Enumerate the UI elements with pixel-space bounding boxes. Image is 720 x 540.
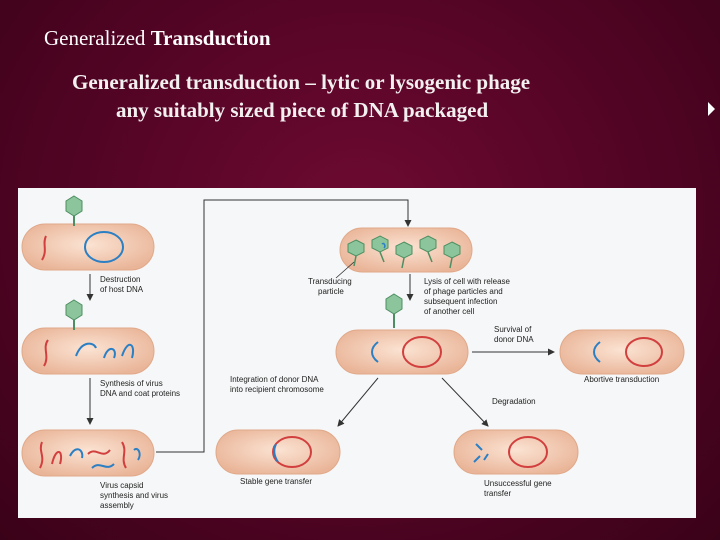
diagram-canvas: Destruction of host DNA Synthesis of vir… <box>21 195 685 510</box>
label-lysis-1: Lysis of cell with release <box>424 277 511 286</box>
label-destruction-2: of host DNA <box>100 285 144 294</box>
label-lysis-4: of another cell <box>424 307 474 316</box>
cell-unsuccessful-gene-transfer <box>453 429 579 475</box>
label-lysis-2: of phage particles and <box>424 287 503 296</box>
label-survival-1: Survival of <box>494 325 532 334</box>
label-capsid-3: assembly <box>100 501 134 510</box>
phage-icon <box>65 299 83 330</box>
label-synthesis-2: DNA and coat proteins <box>100 389 180 398</box>
label-synthesis-1: Synthesis of virus <box>100 379 163 388</box>
subtitle-line-1: Generalized transduction – lytic or lyso… <box>72 70 531 94</box>
slide-title-plain: Generalized <box>44 26 151 50</box>
slide-title-bold: Transduction <box>150 26 271 50</box>
cell-2-phage-injected <box>21 327 155 375</box>
cell-3-virus-assembly <box>21 429 155 477</box>
phage-icon <box>65 195 83 226</box>
label-destruction-1: Destruction <box>100 275 140 284</box>
transduction-diagram: Destruction of host DNA Synthesis of vir… <box>18 188 696 518</box>
label-integration-2: into recipient chromosome <box>230 385 324 394</box>
cell-abortive-transduction <box>559 329 685 375</box>
phage-icon <box>385 293 403 328</box>
label-stable: Stable gene transfer <box>240 477 312 486</box>
label-capsid-2: synthesis and virus <box>100 491 168 500</box>
cell-recipient <box>335 329 469 375</box>
cell-stable-gene-transfer <box>215 429 341 475</box>
label-transducing-1: Transducing <box>308 277 352 286</box>
label-capsid-1: Virus capsid <box>100 481 143 490</box>
label-abortive: Abortive transduction <box>584 375 659 384</box>
slide-title: Generalized Transduction <box>44 26 271 51</box>
cell-lysis-phage-release <box>339 227 473 273</box>
slide-subtitle: Generalized transduction – lytic or lyso… <box>72 68 530 124</box>
label-transducing-2: particle <box>318 287 344 296</box>
label-integration-1: Integration of donor DNA <box>230 375 319 384</box>
label-unsuccessful-2: transfer <box>484 489 511 498</box>
label-lysis-3: subsequent infection <box>424 297 497 306</box>
cell-1-infection <box>21 223 155 271</box>
forward-arrow-icon <box>708 102 715 116</box>
subtitle-line-2: any suitably sized piece of DNA packaged <box>116 98 489 122</box>
label-survival-2: donor DNA <box>494 335 534 344</box>
label-degradation: Degradation <box>492 397 536 406</box>
label-unsuccessful-1: Unsuccessful gene <box>484 479 552 488</box>
